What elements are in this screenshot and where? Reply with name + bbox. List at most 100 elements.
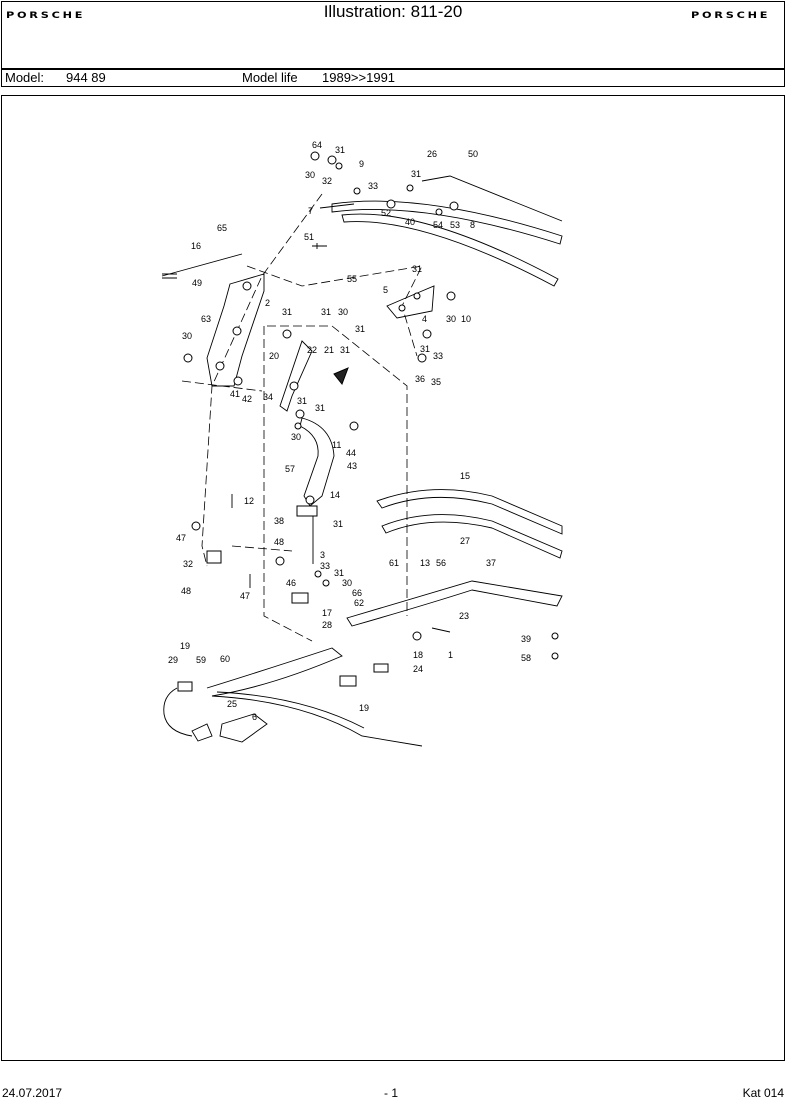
callout-label: 30 — [305, 170, 315, 180]
callout-label: 63 — [201, 314, 211, 324]
callout-label: 30 — [342, 578, 352, 588]
page-header: PORSCHE Illustration: 811-20 PORSCHE Mod… — [1, 1, 785, 87]
callout-label: 33 — [368, 181, 378, 191]
callout-label: 27 — [460, 536, 470, 546]
callout-label: 11 — [332, 440, 341, 450]
callout-label: 34 — [263, 392, 273, 402]
callout-label: 14 — [330, 490, 340, 500]
callout-label: 53 — [450, 220, 460, 230]
latch-assembly — [163, 681, 268, 743]
model-row: Model: 944 89 Model life 1989>>1991 — [2, 70, 784, 87]
callout-label: 31 — [334, 568, 344, 578]
footer-catalog: Kat 014 — [742, 1086, 784, 1100]
callout-label: 37 — [486, 558, 496, 568]
callout-label: 31 — [411, 169, 421, 179]
callout-label: 40 — [405, 217, 415, 227]
callout-label: 17 — [322, 608, 332, 618]
callout-label: 38 — [274, 516, 284, 526]
callout-label: 4 — [422, 314, 427, 324]
callout-label: 60 — [220, 654, 230, 664]
porsche-logo-left: PORSCHE — [6, 11, 86, 21]
callout-label: 9 — [359, 159, 364, 169]
exploded-parts-diagram: 64 31 30 32 9 33 26 50 31 7 52 40 54 53 … — [161, 140, 563, 747]
illustration-frame: 64 31 30 32 9 33 26 50 31 7 52 40 54 53 … — [1, 95, 785, 1061]
callout-label: 31 — [335, 145, 345, 155]
callout-label: 47 — [176, 533, 186, 543]
callout-label: 2 — [265, 298, 270, 308]
model-life-value: 1989>>1991 — [322, 70, 396, 85]
callout-label: 66 — [352, 588, 362, 598]
callout-label: 51 — [304, 232, 314, 242]
callout-label: 22 — [307, 345, 317, 355]
callout-label: 30 — [291, 432, 301, 442]
callout-label: 41 — [230, 389, 240, 399]
callout-label: 31 — [297, 396, 307, 406]
footer-page: - 1 — [384, 1086, 399, 1100]
callout-label: 30 — [182, 331, 192, 341]
callout-label: 6 — [252, 712, 257, 722]
callout-label: 49 — [192, 278, 202, 288]
callout-label: 33 — [433, 351, 443, 361]
callout-label: 58 — [521, 653, 531, 663]
fasteners — [183, 151, 559, 687]
model-label: Model: — [5, 70, 45, 85]
callout-label: 61 — [389, 558, 399, 568]
callout-label: 43 — [347, 461, 357, 471]
callout-label: 35 — [431, 377, 441, 387]
callout-label: 20 — [269, 351, 279, 361]
model-life-label: Model life — [242, 70, 298, 85]
callout-label: 65 — [217, 223, 227, 233]
callout-label: 21 — [324, 345, 334, 355]
cable — [161, 253, 243, 279]
callout-label: 26 — [427, 149, 437, 159]
callout-label: 50 — [468, 149, 478, 159]
callout-label: 33 — [320, 561, 330, 571]
hinge-bracket — [206, 273, 265, 387]
callout-label: 19 — [359, 703, 369, 713]
callout-label: 56 — [436, 558, 446, 568]
footer-date: 24.07.2017 — [2, 1086, 63, 1100]
callout-label: 31 — [420, 344, 430, 354]
callout-label: 13 — [420, 558, 430, 568]
rear-bow — [376, 489, 563, 559]
callout-label: 59 — [196, 655, 206, 665]
linkage-arms — [279, 340, 349, 507]
frame-rail — [346, 580, 563, 627]
callout-label: 32 — [322, 176, 332, 186]
callout-labels: 64 31 30 32 9 33 26 50 31 7 52 40 54 53 … — [168, 140, 531, 722]
model-value: 944 89 — [66, 70, 106, 85]
callout-label: 3 — [320, 550, 325, 560]
porsche-logo-right: PORSCHE — [690, 11, 770, 21]
callout-label: 52 — [381, 208, 391, 218]
callout-label: 31 — [412, 264, 422, 274]
callout-label: 44 — [346, 448, 356, 458]
callout-label: 5 — [383, 285, 388, 295]
windscreen-frame — [206, 647, 423, 747]
callout-label: 31 — [321, 307, 331, 317]
header-divider — [2, 68, 784, 70]
callout-label: 31 — [315, 403, 325, 413]
callout-label: 57 — [285, 464, 295, 474]
callout-label: 30 — [446, 314, 456, 324]
callout-label: 1 — [448, 650, 453, 660]
callout-label: 54 — [433, 220, 443, 230]
callout-label: 23 — [459, 611, 469, 621]
illustration-title: Illustration: 811-20 — [323, 2, 463, 21]
callout-label: 39 — [521, 634, 531, 644]
roof-rails — [331, 175, 563, 287]
callout-label: 15 — [460, 471, 470, 481]
callout-label: 32 — [183, 559, 193, 569]
callout-label: 46 — [286, 578, 296, 588]
callout-label: 25 — [227, 699, 237, 709]
callout-label: 64 — [312, 140, 322, 150]
callout-label: 48 — [181, 586, 191, 596]
callout-label: 31 — [355, 324, 365, 334]
callout-label: 31 — [282, 307, 292, 317]
callout-label: 47 — [240, 591, 250, 601]
callout-label: 55 — [347, 274, 357, 284]
callout-label: 48 — [274, 537, 284, 547]
callout-label: 18 — [413, 650, 423, 660]
callout-label: 24 — [413, 664, 423, 674]
callout-label: 10 — [461, 314, 471, 324]
callout-label: 62 — [354, 598, 364, 608]
